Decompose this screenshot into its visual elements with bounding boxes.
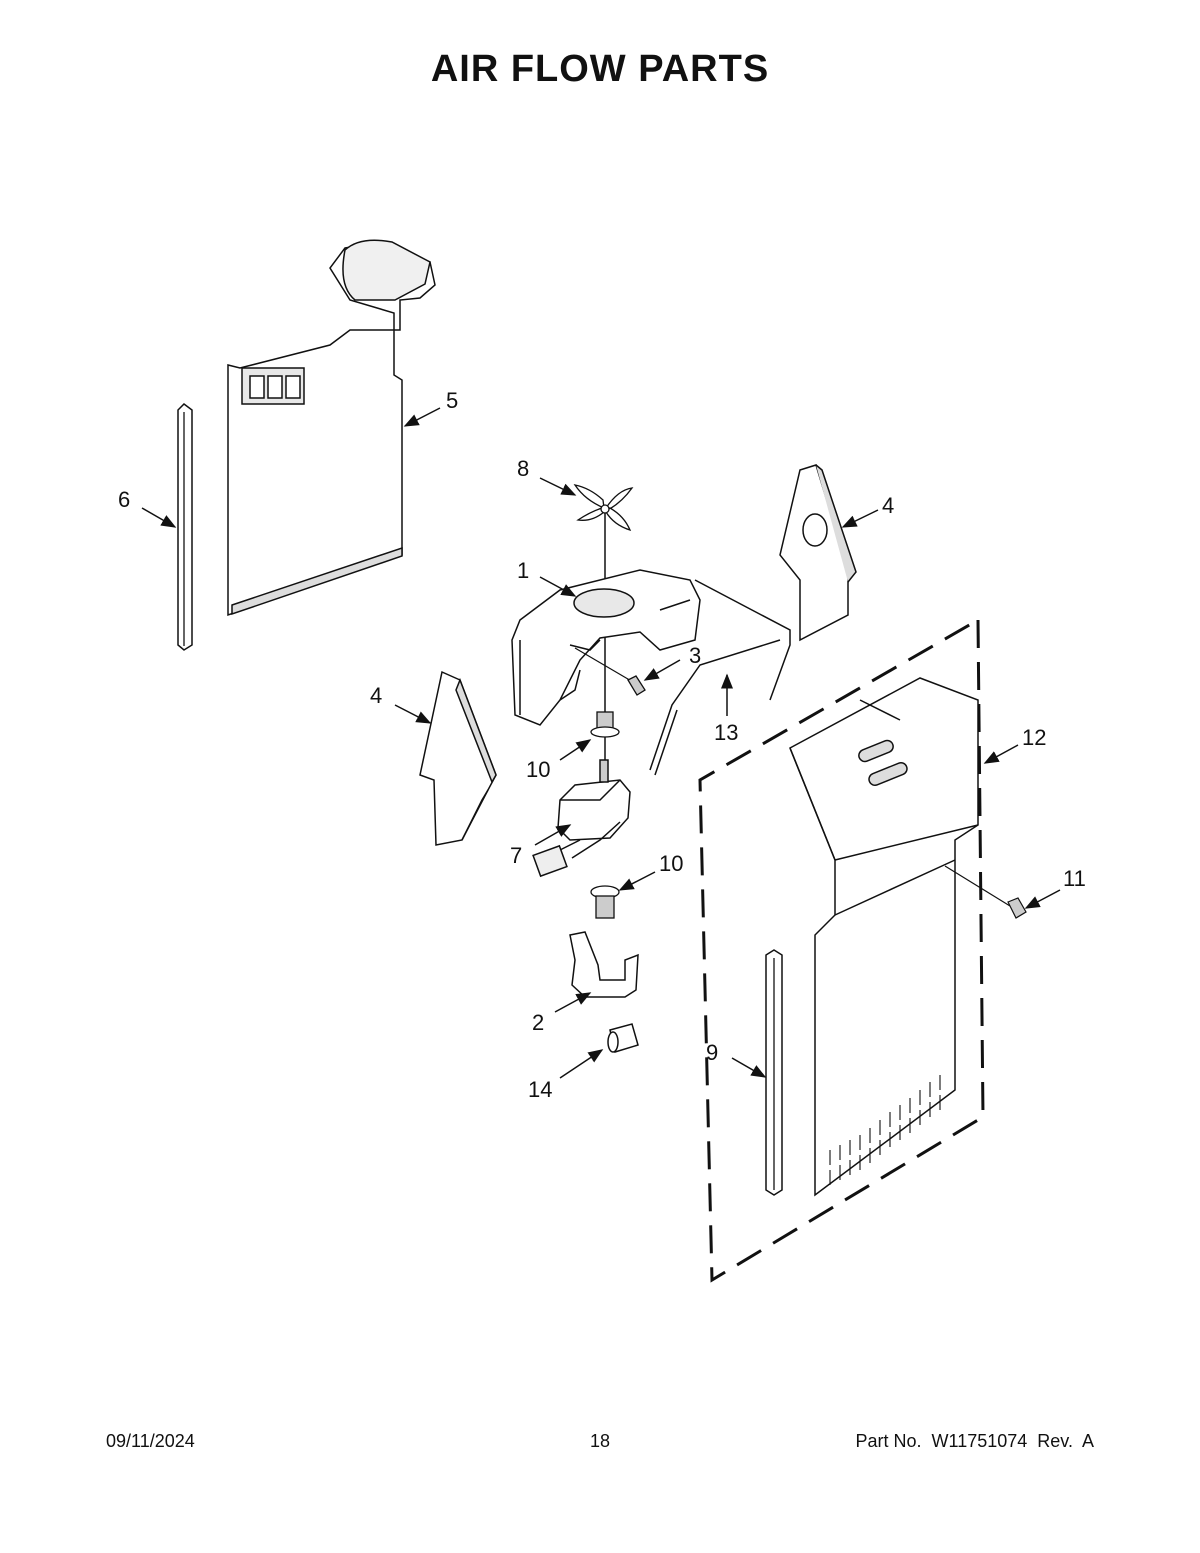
grommet-lower (590, 885, 620, 919)
motor-bracket (569, 931, 639, 998)
callout-10-upper: 10 (526, 757, 550, 782)
callout-7: 7 (510, 843, 522, 868)
screw-3 (574, 647, 646, 696)
page-title: AIR FLOW PARTS (430, 48, 770, 90)
footer-part-number: Part No. W11751074 Rev. A (855, 1431, 1094, 1451)
footer-page-number: 18 (589, 1431, 611, 1451)
callout-3: 3 (689, 643, 701, 668)
foam-seal-right (765, 949, 783, 1196)
callout-4-left: 4 (370, 683, 382, 708)
fan-housing (511, 569, 701, 726)
foam-seal-left (177, 403, 193, 651)
wire-bracket (649, 579, 791, 776)
callout-14: 14 (528, 1077, 552, 1102)
fan-blade (573, 484, 634, 532)
footer-date: 09/11/2024 (106, 1431, 195, 1451)
baffle-right (779, 464, 857, 642)
grommet-upper (590, 711, 620, 738)
evaporator-cover (698, 617, 985, 1283)
callout-8: 8 (517, 456, 529, 481)
fan-motor (532, 759, 631, 878)
callout-arrows (141, 407, 1061, 1079)
baffle-left (419, 670, 497, 846)
callout-5: 5 (446, 388, 458, 413)
callout-4-right: 4 (882, 493, 894, 518)
callout-1: 1 (517, 558, 529, 583)
callout-10-lower: 10 (659, 851, 683, 876)
screw-11 (944, 865, 1027, 919)
callout-13: 13 (714, 720, 738, 745)
callout-12: 12 (1022, 725, 1046, 750)
callout-2: 2 (532, 1010, 544, 1035)
callout-9: 9 (706, 1040, 718, 1065)
wire-clip (607, 1023, 639, 1053)
callout-11: 11 (1063, 866, 1086, 891)
duct-cover-panel (227, 239, 436, 617)
callout-6: 6 (118, 487, 130, 512)
